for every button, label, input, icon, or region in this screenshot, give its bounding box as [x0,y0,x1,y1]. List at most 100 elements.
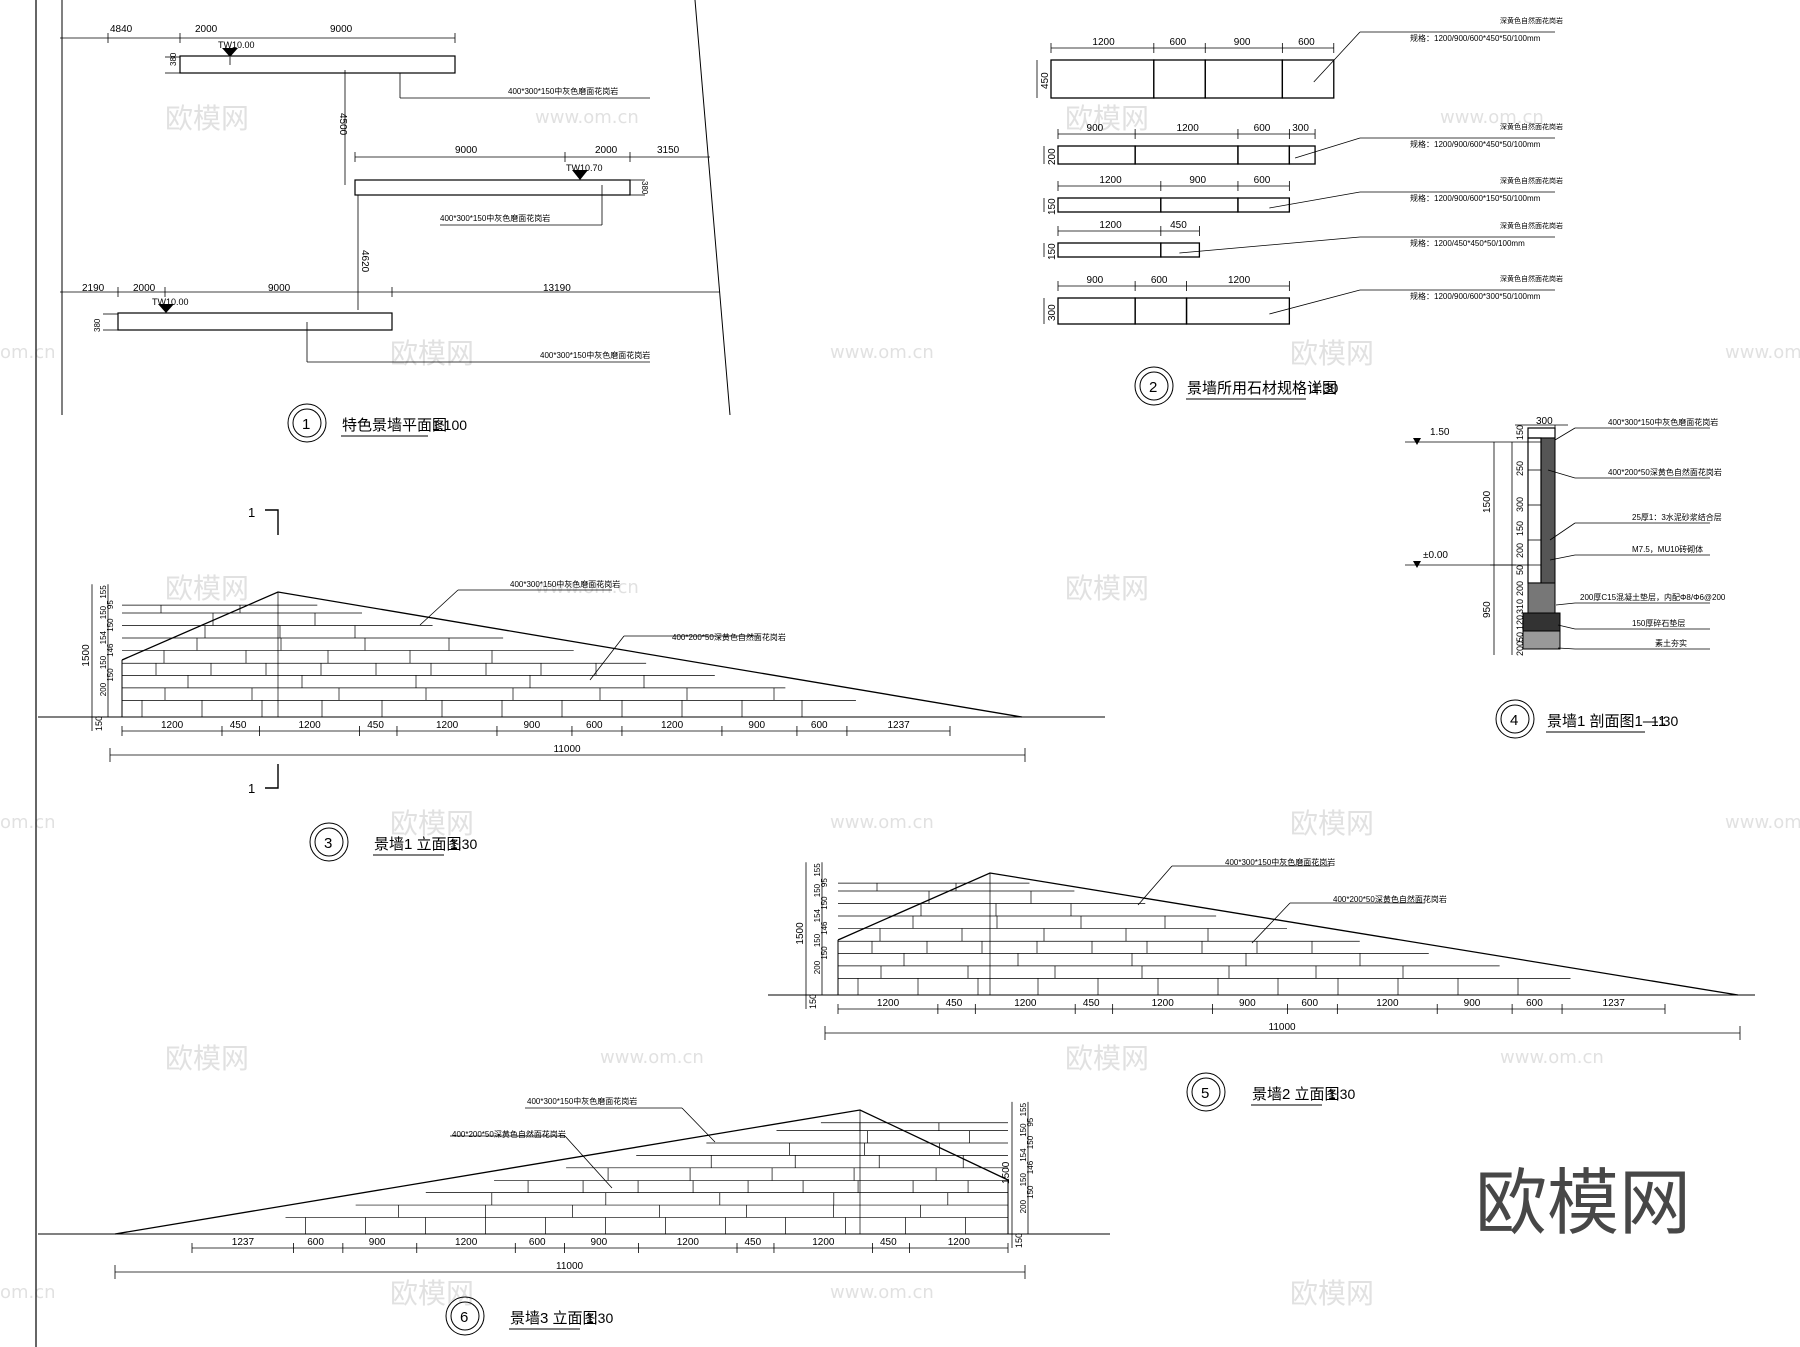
dim-label: 450 [744,1237,761,1248]
site-boundary [61,0,731,416]
title-d3-scale: 1:30 [450,836,477,852]
section-leaders [1547,427,1710,650]
dim-course-label: 146 [820,921,829,935]
dim-course-label: 150 [1026,1185,1035,1199]
wm-site: www.om.cn [1500,1047,1604,1068]
dim-course-label: 200 [813,960,822,974]
stone-leader [1313,31,1361,83]
title-d4: 4 景墙1 剖面图1—1 1:30 [1495,699,1678,739]
dim-label: 1200 [1152,998,1175,1009]
wm-site: www.om.cn [830,342,934,363]
wm-brand: 欧模网 [390,807,474,840]
dim-course-label: 150 [813,883,822,897]
title-d4-num: 4 [1510,712,1518,729]
stone-block [1057,197,1162,213]
section-b-dim-5: 200 [1515,641,1525,656]
cut-mark-bottom-label: 1 [248,781,255,796]
wm-brand: 欧模网 [1065,572,1149,605]
plan-drawing: 4840 2000 9000 TW10.00 380 400*300*150中灰… [60,0,731,443]
dim-label: 600 [1526,998,1543,1009]
cap-note: 400*300*150中灰色磨面花岗岩 [527,1096,637,1106]
stone-dim-label: 1200 [1177,123,1200,134]
dim-label: 1200 [455,1237,478,1248]
title-d3-num: 3 [324,835,332,852]
stone-block [1134,297,1188,325]
title-d1-num: 1 [302,416,310,433]
dim-total-label: 11000 [556,1261,584,1272]
title-d1-scale: 1:100 [432,417,467,433]
section-h-below: 950 [1482,601,1493,618]
dim-label: 1200 [677,1237,700,1248]
dim-label: 1200 [161,720,184,731]
stone-dim-label: 1200 [1228,275,1251,286]
section-r-dim-2: 250 [1515,461,1525,476]
stone-dim-label: 300 [1292,123,1309,134]
dim-course-label: 95 [106,600,115,609]
title-d2-num: 2 [1149,379,1157,396]
wm-brand: 欧模网 [165,102,249,135]
dim-course-label: 150 [106,668,115,682]
wm-brand: 欧模网 [1065,102,1149,135]
stone-block [1160,197,1239,213]
dim-course-label: 95 [820,878,829,887]
wm-brand: 欧模网 [165,1042,249,1075]
dim-course-label: 150 [99,605,108,619]
dim-label: 900 [591,1237,608,1248]
dim-base-label: 150 [94,716,104,731]
title-d4-scale: 1:30 [1651,713,1678,729]
title-d4-text: 景墙1 剖面图1—1 [1547,713,1666,730]
dim-course-label: 154 [99,630,108,644]
dim-label: 900 [1239,998,1256,1009]
section-r-dim-4: 150 [1515,521,1525,536]
dim-base-label: 150 [808,994,818,1009]
wm-brand: 欧模网 [1065,1042,1149,1075]
wm-brand: 欧模网 [165,572,249,605]
wm-site: www.om.cn [600,1047,704,1068]
title-d5-num: 5 [1201,1085,1209,1102]
dim-height-label: 1500 [1001,1161,1012,1184]
dim-label: 1237 [887,720,910,731]
plan-note-b: 400*300*150中灰色磨面花岗岩 [440,213,550,223]
section-b-dim-3: 120 [1515,615,1525,630]
dim-course-label: 200 [99,682,108,696]
section-note-4: M7.5，MU10砖砌体 [1632,544,1703,554]
stone-dim-label: 900 [1189,175,1206,186]
plan-dim-c3: 9000 [268,283,291,294]
stone-dim-label: 600 [1170,37,1187,48]
dim-label: 600 [1301,998,1318,1009]
dim-course-label: 155 [1019,1102,1028,1116]
dim-label: 600 [307,1237,324,1248]
stone-note-spec: 规格：1200/900/600*150*50/100mm [1410,193,1541,203]
stone-dim-label: 900 [1087,275,1104,286]
dim-label: 600 [811,720,828,731]
plan-note-a: 400*300*150中灰色磨面花岗岩 [508,86,618,96]
cap-leader [1137,865,1173,906]
stone-leader [1269,289,1361,315]
face-note: 400*200*50深黄色自然面花岗岩 [452,1129,566,1139]
stone-block [1153,59,1206,99]
title-d6: 6 景墙3 立面图 1:30 [445,1296,613,1336]
wm-brand: 欧模网 [1290,1277,1374,1310]
section-levels [1405,438,1555,568]
dim-course-label: 155 [813,863,822,877]
dim-label: 600 [529,1237,546,1248]
stone-note-material: 深黄色自然面花岗岩 [1500,122,1563,131]
plan-dim-a2: 2000 [195,24,218,35]
stone-dim-label: 900 [1234,37,1251,48]
dim-label: 1237 [1603,998,1626,1009]
section-note-3: 25厚1：3水泥砂浆结合层 [1632,512,1722,522]
section-r-dim-3: 300 [1515,497,1525,512]
plan-thick-b: 380 [640,181,649,195]
dim-label: 1237 [232,1237,255,1248]
stone-leader [1269,191,1361,209]
dim-label: 450 [230,720,247,731]
wm-site-short: om.cn [0,1282,56,1303]
dim-label: 1200 [948,1237,971,1248]
title-d2: 2 景墙所用石材规格详图 1:30 [1134,366,1338,406]
section-top-width: 300 [1536,416,1553,427]
dim-course-label: 150 [820,896,829,910]
wm-site: www.om.cn [1725,342,1800,363]
stone-block [1237,197,1291,213]
section-r-dim-1: 150 [1515,425,1525,440]
